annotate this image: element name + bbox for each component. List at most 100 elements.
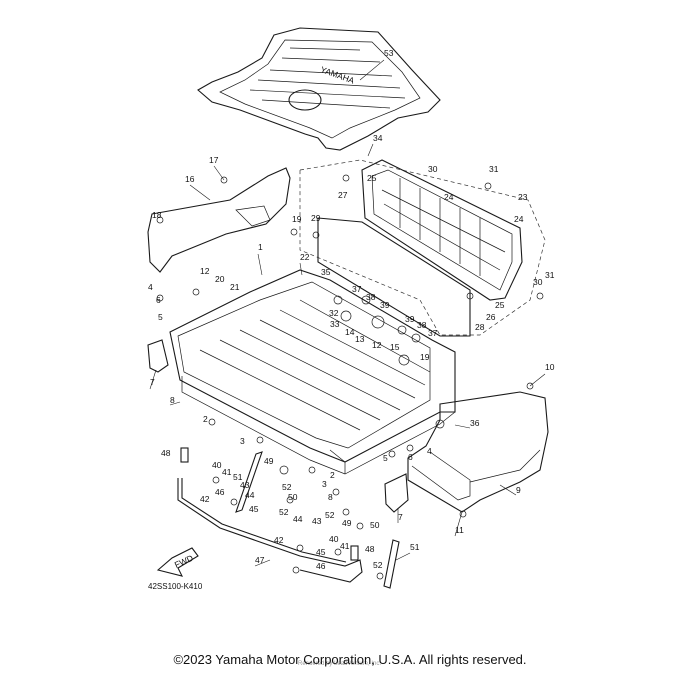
callout-3[interactable]: 3 [322,479,327,489]
tailgate-assembly-region [299,159,546,336]
callout-8[interactable]: 8 [170,395,175,405]
bed-mat-53[interactable]: YAMAHA [197,27,441,151]
callout-7[interactable]: 7 [398,512,403,522]
callout-24[interactable]: 24 [444,192,454,202]
callout-48[interactable]: 48 [161,448,171,458]
callout-31[interactable]: 31 [545,270,555,280]
bed-mat-logo-text: YAMAHA [319,64,356,86]
callout-5[interactable]: 5 [383,453,388,463]
callout-24[interactable]: 24 [514,214,524,224]
callout-51[interactable]: 51 [233,472,243,482]
right-fender-9[interactable] [407,391,549,513]
callout-25[interactable]: 25 [495,300,505,310]
callout-11[interactable]: 11 [455,525,464,535]
forward-direction-arrow: FWD [156,547,199,577]
callout-38[interactable]: 38 [366,292,376,302]
callout-14[interactable]: 14 [345,327,355,337]
callout-30[interactable]: 30 [428,164,438,174]
callout-52[interactable]: 52 [325,510,335,520]
callout-49[interactable]: 49 [264,456,274,466]
mud-flap-7-right[interactable] [384,473,409,513]
callout-15[interactable]: 15 [390,342,400,352]
callout-45[interactable]: 45 [249,504,259,514]
callout-37[interactable]: 37 [352,284,362,294]
callout-52[interactable]: 52 [279,507,289,517]
callout-47[interactable]: 47 [255,555,265,565]
callout-44[interactable]: 44 [245,490,255,500]
callout-26[interactable]: 26 [486,312,496,322]
callout-12[interactable]: 12 [372,340,382,350]
callout-27[interactable]: 27 [338,190,348,200]
left-side-panel-16[interactable] [147,167,291,273]
callout-40[interactable]: 40 [329,534,339,544]
callout-20[interactable]: 20 [215,274,225,284]
callout-43[interactable]: 43 [312,516,322,526]
tailgate-panel-28[interactable] [317,217,471,337]
callout-36[interactable]: 36 [470,418,480,428]
callout-39[interactable]: 39 [380,300,390,310]
handle-48-left[interactable] [180,447,189,463]
cargo-bed-1[interactable] [169,269,456,475]
callout-46[interactable]: 46 [215,487,225,497]
callout-39[interactable]: 39 [405,314,415,324]
callout-3[interactable]: 3 [240,436,245,446]
callout-10[interactable]: 10 [545,362,555,372]
callout-52[interactable]: 52 [373,560,383,570]
callout-19[interactable]: 19 [292,214,302,224]
gas-strut-51-left[interactable] [235,451,263,513]
callout-16[interactable]: 16 [185,174,195,184]
callout-4[interactable]: 4 [427,446,432,456]
callout-41[interactable]: 41 [222,467,232,477]
callout-6[interactable]: 6 [408,452,413,462]
callout-28[interactable]: 28 [475,322,485,332]
callout-51[interactable]: 51 [410,542,420,552]
callout-17[interactable]: 17 [209,155,219,165]
callout-50[interactable]: 50 [370,520,380,530]
callout-49[interactable]: 49 [342,518,352,528]
callout-9[interactable]: 9 [516,485,521,495]
callout-32[interactable]: 32 [329,308,339,318]
callout-21[interactable]: 21 [230,282,240,292]
callout-38[interactable]: 38 [417,320,427,330]
callout-50[interactable]: 50 [288,492,298,502]
handle-48-right[interactable] [350,545,359,561]
mud-flap-7-left[interactable] [147,339,169,373]
callout-40[interactable]: 40 [212,460,222,470]
callout-23[interactable]: 23 [518,192,528,202]
callout-8[interactable]: 8 [328,492,333,502]
callout-46[interactable]: 46 [316,561,326,571]
tailgate-24[interactable] [361,159,523,301]
callout-45[interactable]: 45 [316,547,326,557]
callout-1[interactable]: 1 [258,242,263,252]
callout-22[interactable]: 22 [300,252,310,262]
callout-29[interactable]: 29 [311,213,321,223]
callout-31[interactable]: 31 [489,164,499,174]
callout-2[interactable]: 2 [330,470,335,480]
callout-42[interactable]: 42 [274,535,284,545]
callout-18[interactable]: 18 [152,210,162,220]
callout-53[interactable]: 53 [384,48,394,58]
callout-48[interactable]: 48 [365,544,375,554]
release-rod-47[interactable] [177,478,363,583]
callout-33[interactable]: 33 [330,319,340,329]
callout-37[interactable]: 37 [428,328,438,338]
callout-41[interactable]: 41 [340,541,350,551]
callout-44[interactable]: 44 [293,514,303,524]
callout-34[interactable]: 34 [373,133,383,143]
gas-strut-51-right[interactable] [383,539,400,589]
callout-5[interactable]: 5 [158,312,163,322]
callout-35[interactable]: 35 [321,267,331,277]
callout-13[interactable]: 13 [355,334,365,344]
callout-2[interactable]: 2 [203,414,208,424]
callout-12[interactable]: 12 [200,266,210,276]
callout-30[interactable]: 30 [533,277,543,287]
callout-19[interactable]: 19 [420,352,430,362]
callout-43[interactable]: 43 [240,480,250,490]
callout-6[interactable]: 6 [156,295,161,305]
callout-52[interactable]: 52 [282,482,292,492]
callout-7[interactable]: 7 [150,377,155,387]
callout-4[interactable]: 4 [148,282,153,292]
callout-42[interactable]: 42 [200,494,210,504]
callout-25[interactable]: 25 [367,173,377,183]
